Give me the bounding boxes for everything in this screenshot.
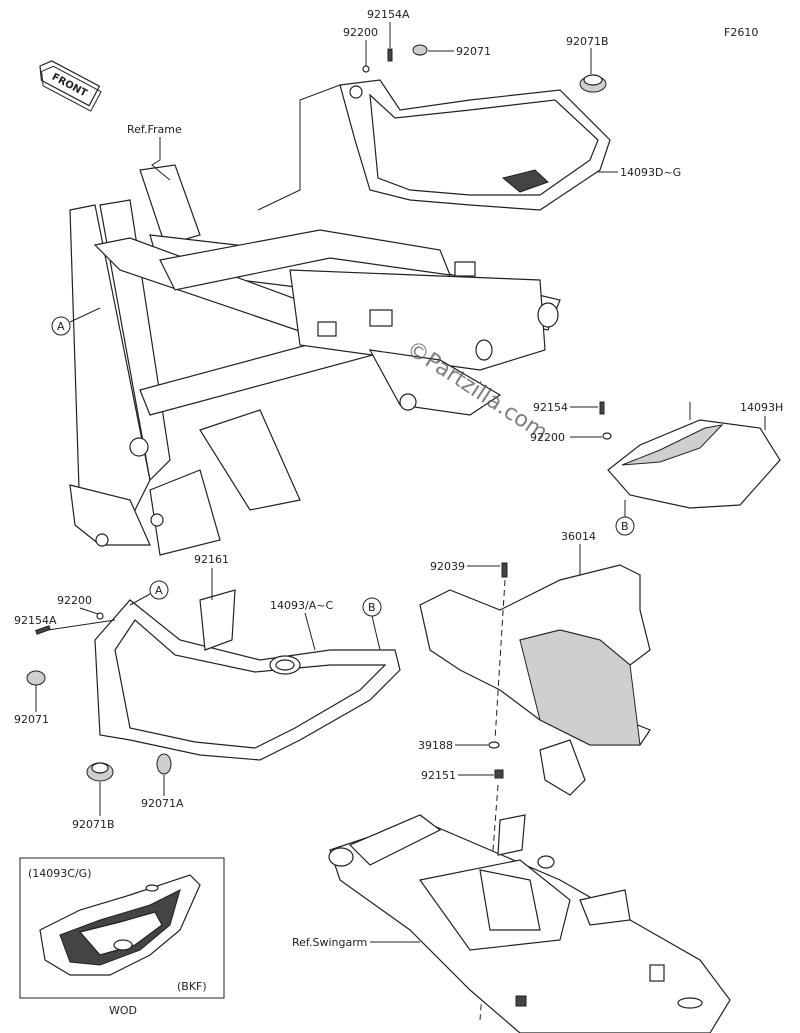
grommet-92071A: [156, 753, 172, 775]
marker-b-mid: B: [615, 500, 635, 536]
washer-92200-left: [96, 612, 104, 620]
label-92071-left: 92071: [14, 713, 49, 726]
fender-36014: [419, 564, 651, 796]
figure-code: F2610: [724, 26, 758, 39]
label-14093H: 14093H: [740, 401, 783, 414]
inset-caption: WOD: [109, 1004, 137, 1017]
front-direction-badge: FRONT: [39, 60, 102, 112]
grommet-92071-left: [26, 670, 46, 686]
label-92154A-top: 92154A: [367, 8, 410, 21]
cover-14093H: [607, 402, 781, 509]
marker-a-frame: A: [51, 307, 101, 336]
label-36014: 36014: [561, 530, 596, 543]
svg-text:B: B: [368, 601, 376, 614]
marker-a-left: A: [129, 580, 169, 606]
inset-cover-drawing: [39, 874, 201, 976]
grommet-92071-top: [412, 44, 428, 56]
label-92154-mid: 92154: [533, 401, 568, 414]
inset-header: (14093C/G): [28, 867, 92, 880]
label-92071-top: 92071: [456, 45, 491, 58]
ref-frame-label: Ref.Frame: [127, 123, 182, 136]
label-39188: 39188: [418, 739, 453, 752]
label-92200-top: 92200: [343, 26, 378, 39]
swingarm: [328, 814, 731, 1033]
bolt-92151: [494, 769, 504, 779]
marker-b-left: B: [362, 597, 382, 651]
svg-text:B: B: [621, 520, 629, 533]
washer-92200-top: [362, 65, 370, 73]
label-92071A: 92071A: [141, 797, 184, 810]
bolt-92039: [501, 562, 508, 578]
label-92071B-top: 92071B: [566, 35, 609, 48]
inset-variant-box: (14093C/G) (BKF): [19, 857, 225, 999]
grommet-92071B-bottom: [86, 762, 114, 782]
svg-text:A: A: [155, 584, 163, 597]
label-92200-mid: 92200: [530, 431, 565, 444]
washer-92200-mid: [602, 432, 612, 440]
label-14093AC: 14093/A~C: [270, 599, 333, 612]
label-14093DG: 14093D~G: [620, 166, 681, 179]
svg-text:A: A: [57, 320, 65, 333]
inset-footer: (BKF): [177, 980, 207, 993]
label-92161: 92161: [194, 553, 229, 566]
grommet-92071B-top: [579, 74, 607, 93]
label-92154A-left: 92154A: [14, 614, 57, 627]
cover-14093DG: [339, 79, 611, 211]
washer-39188: [488, 741, 500, 749]
label-92039: 92039: [430, 560, 465, 573]
ref-swingarm-label: Ref.Swingarm: [292, 936, 367, 949]
bolt-92154A-top: [387, 48, 393, 62]
bolt-92154-mid: [599, 401, 605, 415]
front-arrow-icon: [39, 60, 101, 107]
label-92151: 92151: [421, 769, 456, 782]
label-92071B-bottom: 92071B: [72, 818, 115, 831]
label-92200-left: 92200: [57, 594, 92, 607]
bolt-92154A-left: [35, 625, 51, 635]
frame-assembly: [69, 164, 561, 556]
cover-14093AC: [94, 589, 401, 761]
